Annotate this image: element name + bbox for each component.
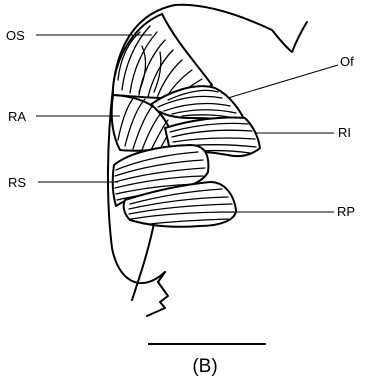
leader-of: [228, 65, 338, 98]
panel-label: (B): [192, 356, 217, 377]
label-os: OS: [6, 28, 25, 43]
label-rs: RS: [8, 175, 26, 190]
label-of: Of: [340, 54, 354, 69]
label-ra: RA: [8, 109, 26, 124]
label-rp: RP: [337, 204, 355, 219]
label-ri: RI: [338, 125, 351, 140]
